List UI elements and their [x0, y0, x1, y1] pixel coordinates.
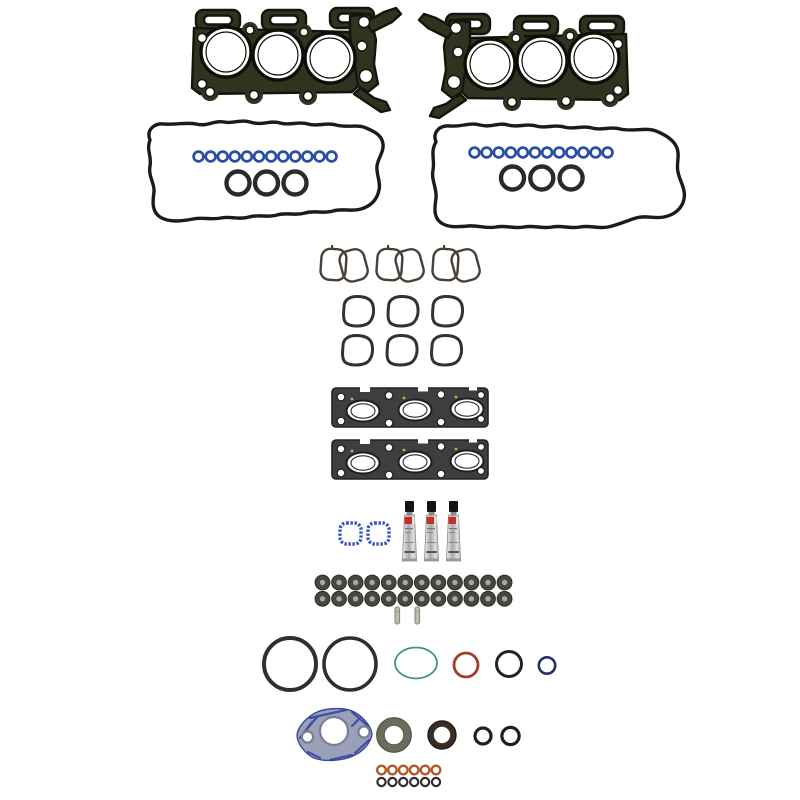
spark-plug-tube-seals-left: [224, 169, 309, 197]
grommets-right: [468, 146, 614, 159]
o-ring-row: [262, 636, 557, 692]
large-o-ring-2: [322, 636, 378, 692]
seal-ring-gray: [376, 717, 412, 753]
head-gasket-left: [190, 6, 403, 114]
intake-port-gasket-pairs: [318, 243, 483, 285]
exhaust-manifold-gaskets: [331, 384, 489, 480]
head-gasket-right: [417, 12, 630, 120]
water-outlet-gasket: [296, 707, 373, 762]
dowel-pins: [394, 606, 421, 625]
grommets-left: [192, 150, 338, 163]
round-port-gaskets-row1: [342, 295, 465, 328]
round-port-gaskets-row2: [341, 334, 464, 367]
large-o-ring-1: [262, 636, 318, 692]
small-o-ring-pair-2: [500, 725, 521, 747]
blue-square-gaskets: [338, 521, 391, 546]
medium-o-ring-teal: [394, 646, 438, 680]
small-o-ring-red: [452, 651, 480, 679]
small-o-ring-navy: [537, 655, 557, 675]
seal-ring-brown: [427, 720, 457, 750]
micro-o-rings-black: [376, 776, 442, 788]
micro-o-rings-orange: [376, 764, 442, 776]
sealant-tubes: [401, 500, 462, 562]
valve-stem-seals-row2: [314, 590, 513, 607]
small-o-ring-black: [495, 650, 523, 678]
small-o-ring-pair-1: [473, 726, 493, 746]
valve-stem-seals-row1: [314, 574, 513, 591]
spark-plug-tube-seals-right: [498, 164, 585, 192]
